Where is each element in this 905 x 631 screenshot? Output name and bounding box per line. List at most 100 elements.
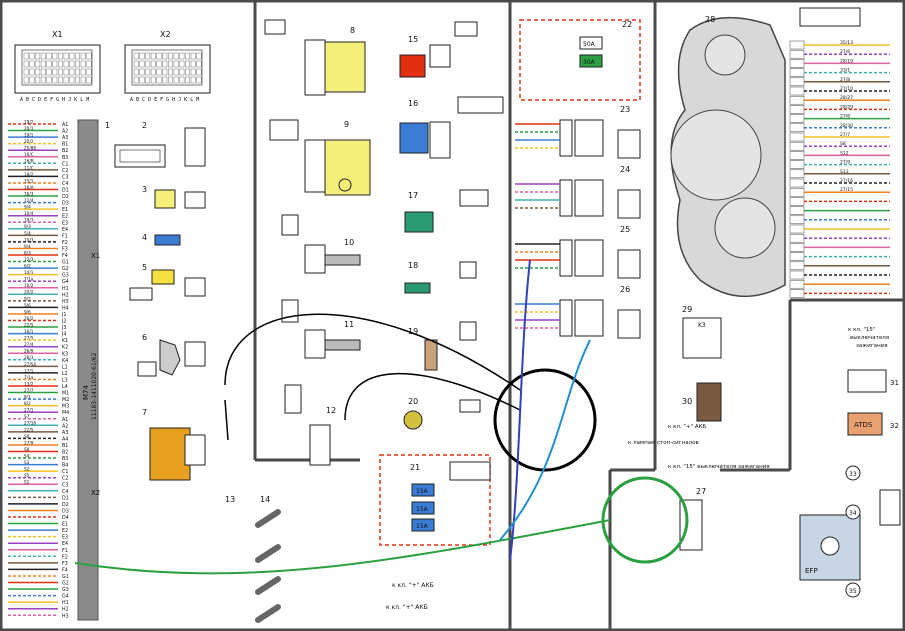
connector-pin (196, 76, 202, 84)
component-27-number: 27 (696, 487, 706, 496)
ecu-wire-tag: 6/2 (24, 264, 31, 269)
ecu-pin-label: E3 (62, 535, 68, 541)
ecu-pin-label: D1 (62, 495, 69, 501)
ecu-model: M74 (82, 385, 90, 400)
dashboard-pin (789, 95, 805, 105)
connector-pin (139, 76, 145, 84)
component-13-number: 13 (225, 495, 235, 504)
ecu-wire-tag: S1 (24, 480, 30, 485)
dashboard-pin (789, 169, 805, 179)
component-7-number: 7 (142, 408, 147, 417)
ecu-pin-label: F3 (62, 561, 68, 567)
dashboard-wire-tag: 27/16 (840, 178, 853, 184)
connector-pin (69, 60, 75, 68)
dashboard-pin (789, 279, 805, 289)
component-2-number: 2 (142, 121, 147, 130)
connector-pin (86, 60, 92, 68)
component-23-number: 23 (620, 105, 630, 114)
relay-body (574, 239, 604, 277)
dashboard-wire-tag: 33/1 (840, 68, 850, 74)
ecu-pin-label: E4 (62, 227, 68, 233)
ecu-pin-label: M2 (62, 397, 69, 403)
ecu-pin-label: G4 (62, 594, 69, 600)
dashboard-pin (789, 187, 805, 197)
component-27-connector: 27 (679, 487, 706, 551)
ecu-wire-tag: S6 (24, 434, 30, 439)
ecu-wire-stubs: 19/220/119/120/225/8616/C16/B11/C18/215/… (8, 119, 58, 616)
component-9-throttle: 9 (269, 119, 371, 196)
ecu-wire-tag: 20/2 (24, 139, 34, 144)
battery-plus-label-3: к кл. "+" АКБ (668, 424, 706, 430)
component-30-number: 30 (682, 397, 692, 406)
ecu-wire-tag: 19/1 (24, 133, 34, 138)
connector-pin (133, 60, 139, 68)
connector-pin (167, 68, 173, 76)
component-12-number: 12 (326, 406, 336, 415)
ecu-wire-tag: 5/4 (24, 231, 31, 236)
ecu-wire-tag: 5/6 (24, 303, 31, 308)
connector-pin (80, 68, 86, 76)
ecu-wire-tag: S3 (24, 460, 30, 465)
ecu-pin-label: G3 (62, 587, 69, 593)
component-35-sensor: 35 (845, 582, 861, 598)
connector-pin (52, 60, 58, 68)
relay-body (574, 119, 604, 157)
connector-pin (145, 52, 151, 60)
connector-pin (52, 76, 58, 84)
connector-pin (185, 76, 191, 84)
ecu-pin-label: G2 (62, 581, 69, 587)
component-7-ignition-module: 7 (142, 408, 206, 481)
relay-connector (617, 309, 641, 339)
dashboard-pin (789, 243, 805, 252)
connector-pin (162, 68, 168, 76)
connector-pin (185, 68, 191, 76)
relay-connector (617, 189, 641, 219)
ecu-wire-tag: 10/4 (24, 211, 34, 216)
ecu-pin-label: A2 (62, 423, 68, 429)
ecu-pin-label: E2 (62, 528, 68, 534)
ecu-pin-label: A1 (62, 122, 68, 128)
ecu-pin-label: M3 (62, 404, 69, 410)
connector-pin (150, 68, 156, 76)
ecu-pin-label: D4 (62, 515, 69, 521)
connector-pin (63, 52, 69, 60)
dashboard-wire-tag: S8 (840, 141, 846, 147)
ecu-pin-label: M4 (62, 410, 69, 416)
dashboard-pin (789, 224, 805, 234)
connector-pin (46, 60, 52, 68)
ecu-wire-tag: 20/2 (24, 290, 34, 295)
connector-pin (75, 68, 81, 76)
connector-pin (86, 52, 92, 60)
connector-pin (173, 52, 179, 60)
ecu-pin-label: F2 (62, 554, 68, 560)
annotation-black-arrow (224, 399, 229, 441)
component-33-number: 33 (849, 471, 857, 478)
connector-pin (23, 52, 29, 60)
connector-pin (40, 52, 46, 60)
ecu-wire-tag: 12/3 (24, 257, 34, 262)
connector-pin (196, 68, 202, 76)
ecu-wire-tag: 27/7 (24, 388, 34, 393)
x2-pin-letters: A B C D E F G H J K L M (130, 97, 199, 103)
ecu-wire-tag: 8/3 (24, 250, 31, 255)
connector-x2: X2 A B C D E F G H J K L M (124, 30, 211, 103)
component-33-sensor: 33 (845, 465, 861, 481)
ecu-pin-label: J3 (61, 325, 66, 331)
connector-pin (40, 76, 46, 84)
ecu-wire-tag: 26/2 (24, 316, 34, 321)
ecu-pin-label: E4 (62, 541, 68, 547)
ecu-wire-tag: 18/2 (24, 172, 34, 177)
connector-pin (156, 52, 162, 60)
ecu-wire-tag: 16/B (24, 159, 34, 164)
ecu-pin-label: D2 (62, 194, 69, 200)
ecu-wire-tag: 20/1 (24, 126, 34, 131)
dashboard-wire-tag: 27/8 (840, 77, 850, 83)
component-1-number: 1 (105, 121, 110, 130)
annotation-blue-line (499, 339, 591, 541)
dashboard-pin (789, 215, 805, 225)
ecu-pin-label: A3 (62, 430, 68, 436)
dashboard-pin (789, 123, 805, 133)
ecu-pin-label: A2 (62, 129, 68, 135)
component-29-number: 29 (682, 305, 692, 314)
component-32-atds: ATDS 32 (847, 412, 899, 436)
